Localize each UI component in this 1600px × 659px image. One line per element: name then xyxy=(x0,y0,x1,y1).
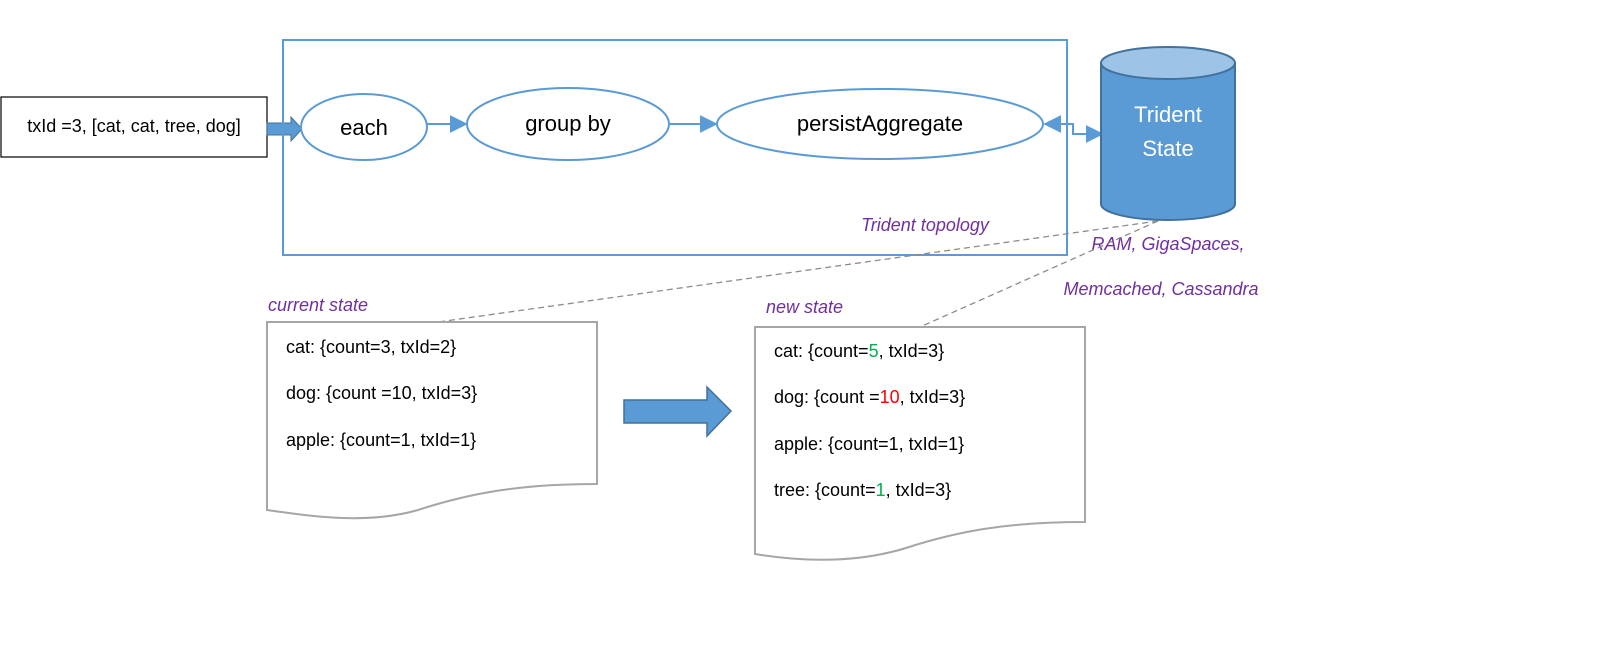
topology-frame xyxy=(282,39,1068,256)
current-state-row: apple: {count=1, txId=1} xyxy=(286,430,476,450)
new-state-row: tree: {count=1, txId=3} xyxy=(774,480,951,500)
current-state-row: dog: {count =10, txId=3} xyxy=(286,383,477,403)
new-state-document: cat: {count=5, txId=3} dog: {count =10, … xyxy=(754,326,1086,561)
connector-persist-state xyxy=(1043,115,1104,143)
row-text-segment: apple: {count=1, txId=1} xyxy=(286,430,476,450)
input-tuple-box: txId =3, [cat, cat, tree, dog] xyxy=(0,96,268,158)
state-backends-caption-2: Memcached, Cassandra xyxy=(1063,279,1258,299)
state-backends-caption-1: RAM, GigaSpaces, xyxy=(1091,234,1244,254)
new-state-caption: new state xyxy=(766,297,843,317)
trident-state-database: Trident State xyxy=(1100,46,1236,221)
row-text-segment: apple: {count=1, txId=1} xyxy=(774,434,964,454)
highlighted-count-value: 10 xyxy=(880,387,900,407)
new-state-row: cat: {count=5, txId=3} xyxy=(774,341,944,361)
trident-state-label-1: Trident xyxy=(1134,102,1202,127)
topology-caption: Trident topology xyxy=(861,215,990,235)
transition-block-arrow xyxy=(623,385,733,438)
highlighted-count-value: 1 xyxy=(876,480,886,500)
dashed-link-new-state xyxy=(919,220,1159,328)
new-state-row: apple: {count=1, txId=1} xyxy=(774,434,964,454)
row-text-segment: dog: {count = xyxy=(774,387,880,407)
input-block-arrow xyxy=(266,115,303,143)
node-each: each xyxy=(300,93,428,161)
current-state-row: cat: {count=3, txId=2} xyxy=(286,337,456,357)
node-group-by-label: group by xyxy=(525,111,611,136)
new-state-row: dog: {count =10, txId=3} xyxy=(774,387,965,407)
dashed-link-current-state xyxy=(437,220,1159,323)
row-text-segment: cat: {count=3, txId=2} xyxy=(286,337,456,357)
row-text-segment: tree: {count= xyxy=(774,480,876,500)
trident-state-label-2: State xyxy=(1142,136,1193,161)
node-persist-aggregate-label: persistAggregate xyxy=(797,111,963,136)
row-text-segment: , txId=3} xyxy=(879,341,945,361)
highlighted-count-value: 5 xyxy=(869,341,879,361)
row-text-segment: dog: {count =10, txId=3} xyxy=(286,383,477,403)
current-state-caption: current state xyxy=(268,295,368,315)
node-group-by: group by xyxy=(466,87,670,161)
row-text-segment: cat: {count= xyxy=(774,341,869,361)
input-tuple-text: txId =3, [cat, cat, tree, dog] xyxy=(27,116,241,136)
row-text-segment: , txId=3} xyxy=(900,387,966,407)
node-each-label: each xyxy=(340,115,388,140)
row-text-segment: , txId=3} xyxy=(886,480,952,500)
node-persist-aggregate: persistAggregate xyxy=(716,88,1044,160)
current-state-document: cat: {count=3, txId=2} dog: {count =10, … xyxy=(266,321,598,520)
